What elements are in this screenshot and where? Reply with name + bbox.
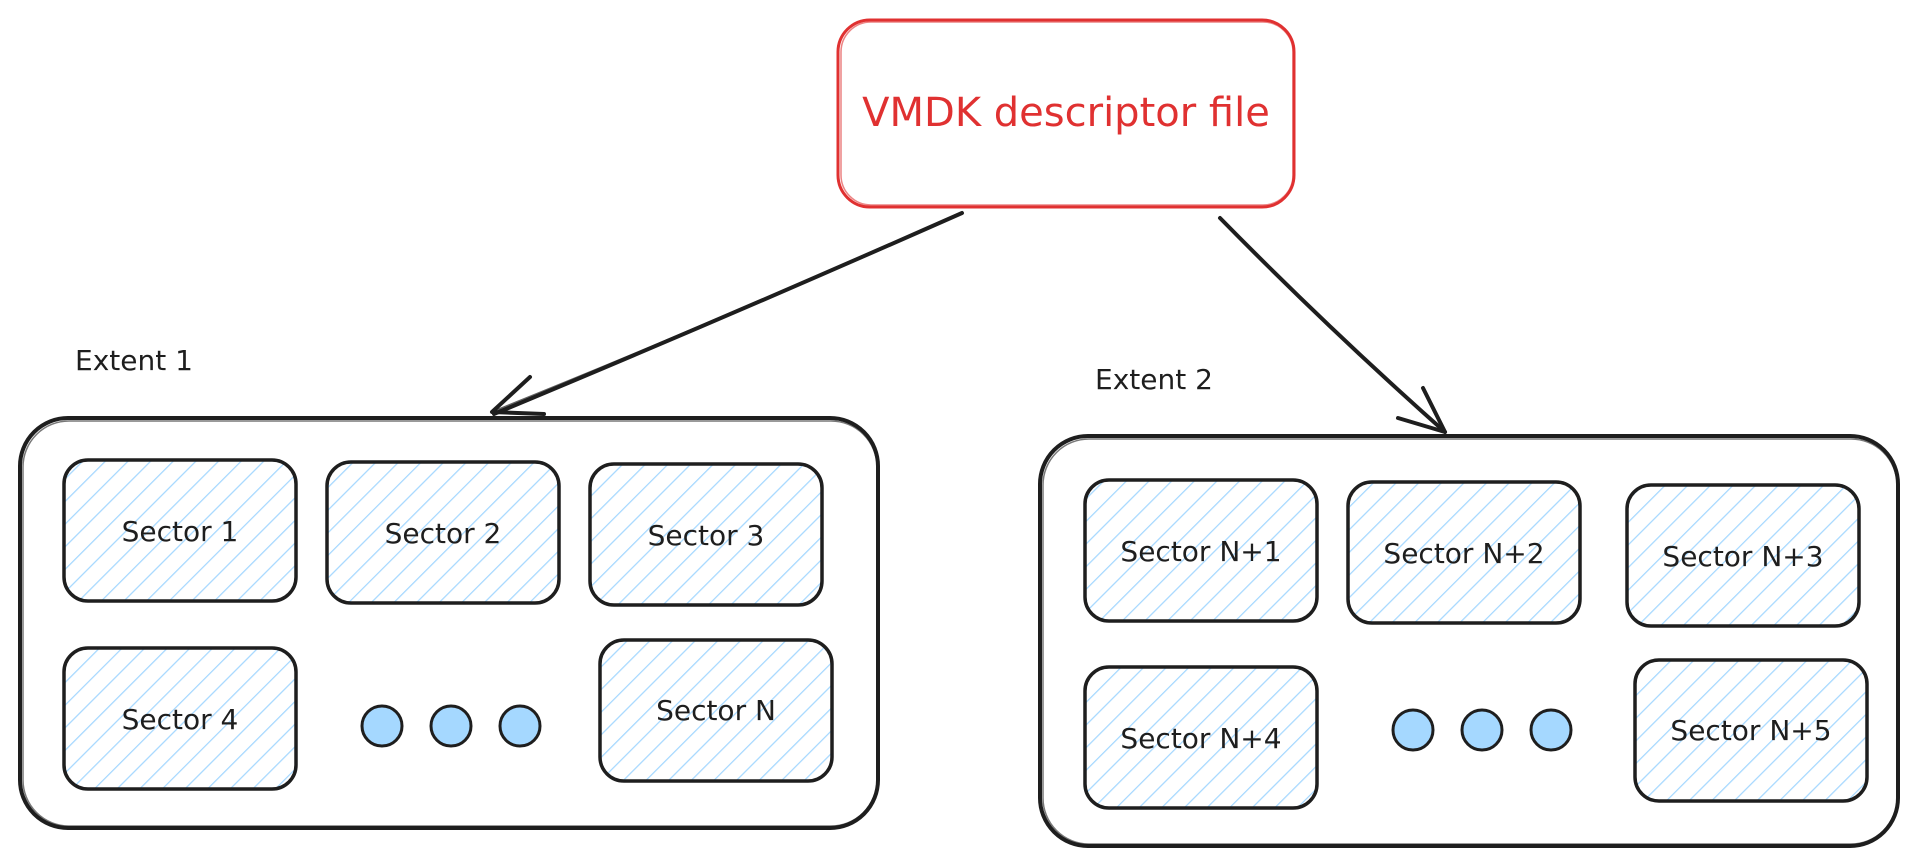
ellipsis-dot <box>1391 708 1435 752</box>
sector-label: Sector 3 <box>648 519 765 552</box>
descriptor-label: VMDK descriptor file <box>862 90 1270 136</box>
arrow-head-2 <box>1396 386 1447 434</box>
sector-box-shape <box>1083 478 1319 623</box>
extent-2-label: Extent 2 <box>1095 363 1213 396</box>
sector-label: Sector N <box>656 694 776 727</box>
sector-label: Sector N+5 <box>1670 714 1831 747</box>
sector-box-shape <box>1633 658 1869 803</box>
ellipsis-dot <box>360 704 404 748</box>
arrow-to-extent-1 <box>490 211 964 416</box>
extent-1-container <box>18 416 880 830</box>
sector-label: Sector N+4 <box>1120 722 1281 755</box>
sector-box-shape <box>62 646 298 791</box>
descriptor-box <box>836 18 1296 209</box>
sector-box[interactable]: Sector N+3 <box>1625 483 1861 628</box>
ellipsis-dot <box>1529 708 1573 752</box>
ellipsis-dot <box>429 704 473 748</box>
ellipsis-dot <box>498 704 542 748</box>
sector-label: Sector 4 <box>122 703 239 736</box>
sector-box[interactable]: Sector 3 <box>588 462 824 607</box>
arrow-to-extent-2 <box>1218 216 1447 434</box>
sector-label: Sector N+1 <box>1120 535 1281 568</box>
descriptor-box-sketch <box>840 21 1294 206</box>
descriptor-node[interactable]: VMDK descriptor file <box>836 18 1296 209</box>
sector-box[interactable]: Sector 4 <box>62 646 298 791</box>
sector-label: Sector N+3 <box>1662 540 1823 573</box>
sector-box[interactable]: Sector N+4 <box>1083 665 1319 810</box>
sector-box[interactable]: Sector N+1 <box>1083 478 1319 623</box>
sector-box[interactable]: Sector N+2 <box>1346 480 1582 625</box>
extent-2-container-sketch <box>1042 438 1898 845</box>
extent-1-container-sketch <box>22 420 878 827</box>
sector-box[interactable]: Sector 2 <box>325 460 561 605</box>
sector-box[interactable]: Sector N+5 <box>1633 658 1869 803</box>
sector-box-shape <box>1083 665 1319 810</box>
sector-box-shape <box>588 462 824 607</box>
extent-2-container <box>1038 434 1900 848</box>
arrow-head-1 <box>490 375 546 416</box>
extent-1-label: Extent 1 <box>75 344 193 377</box>
sector-box[interactable]: Sector N <box>598 638 834 783</box>
sector-box-shape <box>1625 483 1861 628</box>
sector-label: Sector 1 <box>122 515 239 548</box>
sector-box-shape <box>62 458 298 603</box>
extent-1[interactable]: Extent 1 Sector 1 Sector 2 Sector 3 Sect… <box>18 344 880 830</box>
arrow-shaft-1-sketch <box>491 213 959 413</box>
ellipsis-dot <box>1460 708 1504 752</box>
sector-box-shape <box>598 638 834 783</box>
sector-box[interactable]: Sector 1 <box>62 458 298 603</box>
sector-label: Sector 2 <box>385 517 502 550</box>
sector-box-shape <box>325 460 561 605</box>
sector-box-shape <box>1346 480 1582 625</box>
arrow-shaft-2 <box>1218 216 1447 434</box>
sector-label: Sector N+2 <box>1383 537 1544 570</box>
extent-2[interactable]: Extent 2 Sector N+1 Sector N+2 Sector N+… <box>1038 363 1900 848</box>
